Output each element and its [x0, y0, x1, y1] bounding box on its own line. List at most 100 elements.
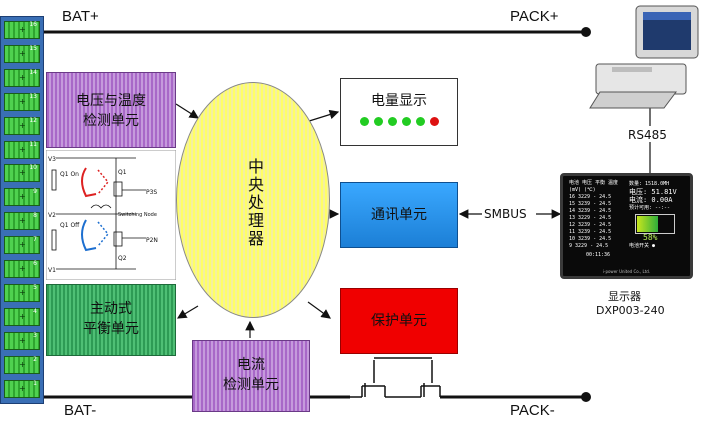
battery-cell: 4+: [4, 307, 40, 326]
arrow-cpu-to-display: [305, 109, 340, 123]
battery-cell: 1+: [4, 379, 40, 398]
battery-cell: 14+: [4, 68, 40, 87]
battery-cell: 13+: [4, 92, 40, 111]
battery-cell-number: 1: [33, 379, 37, 387]
screen-row: 16 3229 - 24.5: [569, 194, 612, 200]
soc-display-label: 电量显示: [371, 93, 427, 109]
battery-cell-plus-icon: +: [19, 96, 26, 106]
pack-minus-terminal: [581, 392, 591, 402]
screen-row: 13 3229 - 24.5: [569, 215, 612, 221]
screen-header: 电池 电压 平衡 温度: [569, 180, 619, 186]
schematic-v2: V2: [48, 212, 56, 219]
screen-remain: 预计可用: --:--: [629, 205, 671, 211]
battery-level-fill: [637, 216, 658, 232]
schematic-p3s: P3S: [146, 189, 157, 196]
battery-cell: 9+: [4, 188, 40, 207]
battery-cell-plus-icon: +: [19, 25, 26, 34]
battery-cell: 6+: [4, 260, 40, 278]
screen-row: 15 3239 - 24.5: [569, 201, 612, 207]
battery-cell-plus-icon: +: [19, 192, 26, 202]
current-path-off: [81, 219, 97, 252]
screen-row: 10 3239 - 24.5: [569, 236, 612, 242]
battery-cell-plus-icon: +: [19, 311, 26, 321]
schematic-q1-off: Q1 Off: [60, 222, 80, 229]
voltage-temp-detection-block: 电压与温度 检测单元: [46, 72, 176, 148]
battery-cell: 2+: [4, 355, 40, 374]
soc-led: [359, 117, 369, 126]
battery-cell: 12+: [4, 116, 40, 135]
battery-cell-plus-icon: +: [19, 359, 26, 369]
balancing-schematic: V3 V2 V1 Q1 On Q1 Off Q1 Q2 P3S P2N Swit…: [46, 150, 176, 280]
arrow-voltage-to-cpu: [175, 103, 200, 119]
pack-plus-terminal: [581, 27, 591, 37]
screen-row: 14 3239 - 24.5: [569, 208, 612, 214]
battery-cell: 10+: [4, 164, 40, 183]
screen-voltage: 电压: 51.81V: [629, 188, 677, 196]
battery-cell-plus-icon: +: [19, 144, 26, 154]
battery-pack: 16+15+14+13+12+11+10+9+8+7+6+5+4+3+2+1+: [0, 16, 44, 404]
battery-cell: 8+: [4, 212, 40, 231]
schematic-v3: V3: [48, 156, 56, 163]
bat-plus-label: BAT+: [62, 8, 99, 25]
screen-row: 11 3239 - 24.5: [569, 229, 612, 235]
arrow-cpu-to-balance: [176, 305, 199, 319]
cpu-label: 中央处理器: [245, 158, 264, 248]
battery-cell-plus-icon: +: [19, 168, 26, 178]
screen-row: 12 3239 - 24.5: [569, 222, 612, 228]
battery-cell-plus-icon: +: [19, 264, 26, 273]
active-balancing-block: 主动式 平衡单元: [46, 284, 176, 356]
schematic-node: Switching Node: [118, 212, 157, 218]
battery-cell-number: 9: [33, 188, 37, 196]
battery-cell-plus-icon: +: [19, 48, 26, 58]
cpu-block: [176, 82, 330, 318]
schematic-q1: Q1: [118, 169, 127, 176]
pack-minus-label: PACK-: [510, 402, 555, 419]
battery-cell-number: 15: [29, 44, 37, 52]
schematic-q1-on: Q1 On: [60, 171, 79, 178]
current-detection-block: 电流 检测单元: [192, 340, 310, 412]
soc-led: [387, 117, 397, 126]
battery-level-icon: [635, 214, 675, 234]
battery-cell-plus-icon: +: [19, 287, 26, 297]
screen-current: 电流: 0.00A: [629, 196, 673, 204]
current-path-on: [81, 167, 97, 198]
battery-cell-number: 16: [29, 21, 37, 28]
smbus-label: SMBUS: [484, 207, 527, 221]
screen-time: 00:11:36: [585, 252, 611, 258]
screen-percent: 58%: [643, 233, 658, 242]
battery-cell-number: 13: [29, 92, 37, 100]
battery-cell-number: 8: [33, 212, 37, 220]
battery-cell-plus-icon: +: [19, 240, 26, 250]
screen-row: 9 3229 - 24.5: [569, 243, 609, 249]
battery-cell: 7+: [4, 236, 40, 255]
mosfet-2: [415, 360, 441, 398]
battery-cell-number: 4: [33, 307, 37, 315]
screen-footer: i-power United Co., Ltd.: [602, 269, 651, 274]
battery-cell-number: 3: [33, 331, 37, 339]
soc-led: [373, 117, 383, 126]
mosfet-1: [350, 360, 415, 398]
schematic-p2n: P2N: [146, 237, 158, 244]
battery-cell: 15+: [4, 44, 40, 63]
battery-cell-plus-icon: +: [19, 335, 26, 345]
pack-plus-label: PACK+: [510, 8, 559, 25]
battery-cell-plus-icon: +: [19, 216, 26, 226]
soc-led: [401, 117, 411, 126]
bat-minus-label: BAT-: [64, 402, 97, 419]
display-name: 显示器: [608, 290, 641, 303]
screen-units: (mV) (℃): [569, 187, 596, 193]
battery-cell-number: 7: [33, 236, 37, 244]
battery-cell: 11+: [4, 140, 40, 159]
screen-switch: 电池开关 ●: [629, 243, 656, 249]
protection-block: 保护单元: [340, 288, 458, 354]
battery-cell-number: 12: [29, 116, 37, 124]
battery-cell-number: 6: [33, 260, 37, 267]
soc-led-row: [341, 117, 457, 126]
schematic-v1: V1: [48, 267, 56, 274]
arrow-cpu-to-protect: [307, 301, 331, 319]
battery-cell-plus-icon: +: [19, 120, 26, 130]
battery-cell-number: 5: [33, 283, 37, 291]
